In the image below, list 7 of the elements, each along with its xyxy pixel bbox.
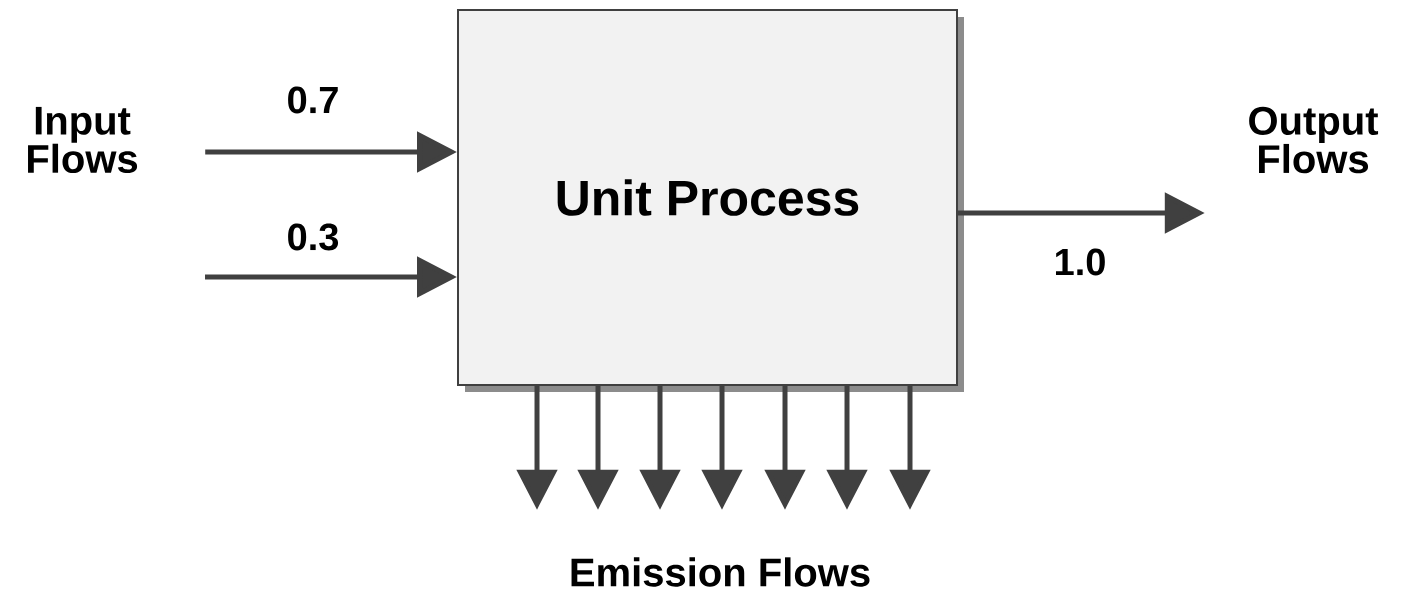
edge-label: 0.7 [284, 84, 342, 116]
flow-label: Input Flows [28, 106, 138, 174]
process-box: Unit Process [457, 9, 964, 392]
edge-label: 1.0 [1051, 246, 1109, 278]
flow-label: Output Flows [1249, 106, 1379, 174]
flow-label: Emission Flows [571, 557, 870, 587]
edge-label: 0.3 [284, 221, 342, 253]
